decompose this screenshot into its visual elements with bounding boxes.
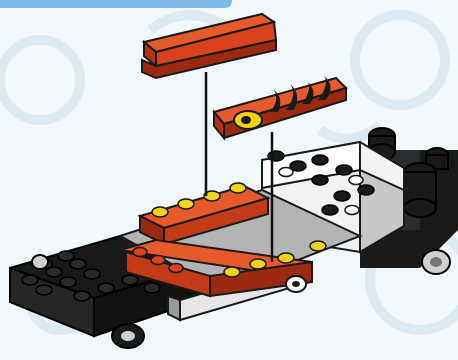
flame-eye-decoration — [234, 111, 262, 129]
rear-wheel-hub — [422, 250, 450, 274]
wheel-well — [286, 276, 306, 292]
callout-tab — [0, 0, 232, 8]
